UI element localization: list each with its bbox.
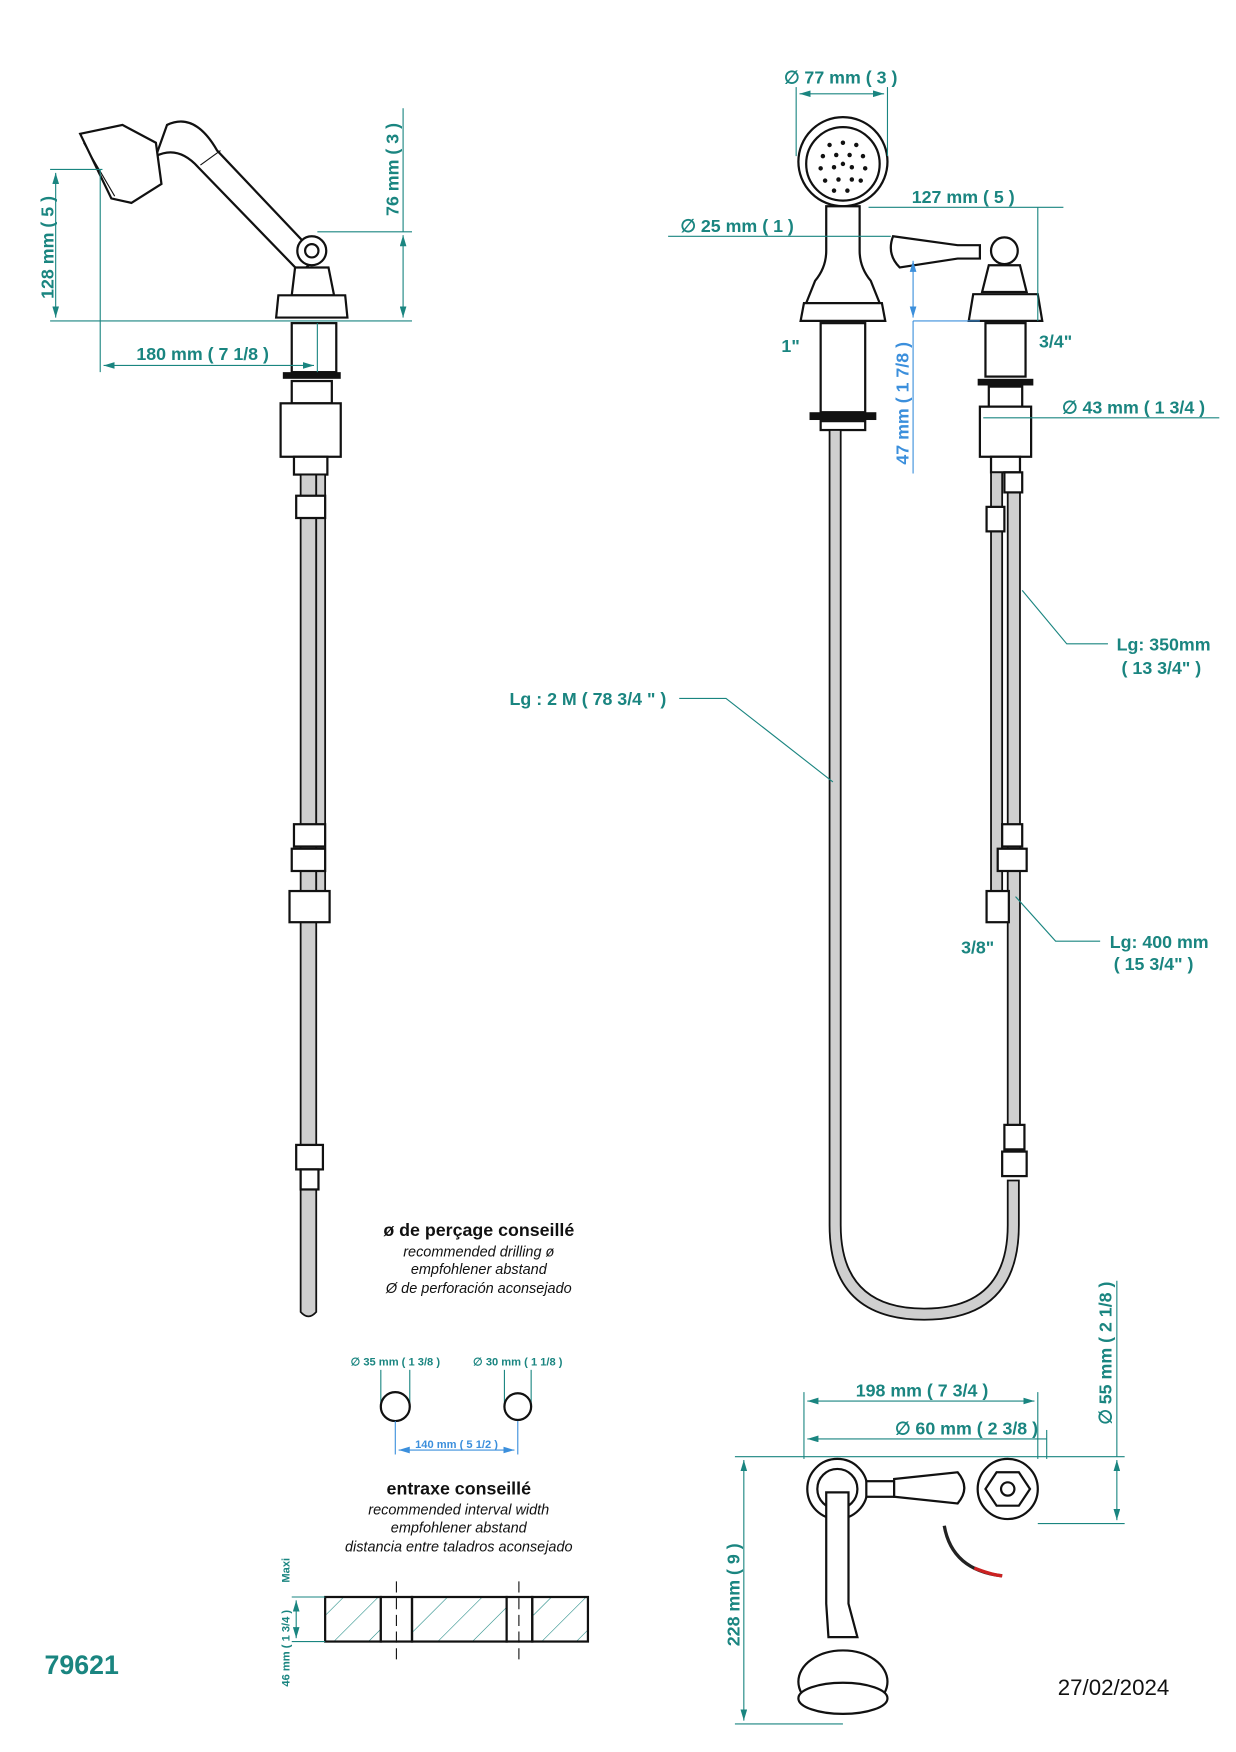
hose-length-350-inch: ( 13 3/4" ): [1122, 658, 1202, 678]
hole2: [503, 1392, 533, 1422]
drilling-es: Ø de perforación aconsejado: [385, 1281, 572, 1297]
hole2-diameter: ∅ 30 mm ( 1 1/8 ): [473, 1356, 563, 1368]
interval-en: recommended interval width: [368, 1503, 549, 1519]
drilling-de: empfohlener abstand: [411, 1262, 548, 1278]
hole1-diameter: ∅ 35 mm ( 1 3/8 ): [351, 1356, 441, 1368]
hose-length-400-inch: ( 15 3/4" ): [1114, 954, 1194, 974]
interval-section: entraxe conseillé recommended interval w…: [281, 1479, 590, 1687]
side-view: 128 mm ( 5 ) 76 mm ( 3 ) 180 mm ( 7 1/8 …: [37, 108, 412, 1318]
deck-thickness: 46 mm ( 1 3/4 ): [281, 1610, 293, 1687]
dim-depth-228: 228 mm ( 9 ): [723, 1543, 743, 1646]
product-code: 79621: [45, 1650, 119, 1680]
front-hoses: [828, 429, 1028, 1321]
hose-length-2m: Lg : 2 M ( 78 3/4 " ): [510, 689, 667, 709]
dim-lever-length: 127 mm ( 5 ): [912, 187, 1015, 207]
hole1: [379, 1390, 411, 1423]
drawing-date: 27/02/2024: [1058, 1675, 1169, 1700]
dim-height-128: 128 mm ( 5 ): [37, 196, 57, 299]
hand-shower-side: [78, 120, 349, 476]
interval-de: empfohlener abstand: [391, 1520, 528, 1536]
dim-width-198: 198 mm ( 7 3/4 ): [856, 1381, 989, 1401]
dim-height-76: 76 mm ( 3 ): [383, 123, 403, 216]
drilling-section: ø de perçage conseillé recommended drill…: [351, 1220, 574, 1455]
hand-shower-front: [797, 116, 889, 432]
dim-width-180: 180 mm ( 7 1/8 ): [136, 344, 269, 364]
deck-maxi: Maxi: [281, 1558, 293, 1583]
top-view: 198 mm ( 7 3/4 ) ∅ 60 mm ( 2 3/8 ) ∅ 55 …: [723, 1280, 1125, 1725]
hole-spacing: 140 mm ( 5 1/2 ): [415, 1439, 498, 1451]
drilling-title: ø de perçage conseillé: [383, 1220, 574, 1240]
interval-es: distancia entre taladros aconsejado: [345, 1539, 573, 1555]
valve-front: [889, 235, 1044, 474]
interval-title: entraxe conseillé: [387, 1479, 532, 1499]
dim-handle-diameter: ∅ 25 mm ( 1 ): [680, 216, 793, 236]
dim-body-diameter: ∅ 43 mm ( 1 3/4 ): [1062, 397, 1205, 417]
dim-lever-height: 47 mm ( 1 7/8 ): [893, 342, 913, 465]
hose-length-350-label: Lg: 350mm: [1117, 635, 1211, 655]
thread-3-8-inch: 3/8": [961, 937, 994, 957]
front-view: ∅ 77 mm ( 3 ) 127 mm ( 5 ) ∅ 25 mm ( 1 )…: [510, 68, 1220, 1321]
side-hoses: [288, 473, 331, 1318]
hose-length-400-label: Lg: 400 mm: [1110, 932, 1209, 952]
dim-diameter-55: ∅ 55 mm ( 2 1/8 ): [1095, 1282, 1115, 1425]
dim-head-diameter: ∅ 77 mm ( 3 ): [784, 68, 897, 88]
drilling-en: recommended drilling ø: [403, 1244, 554, 1260]
dim-diameter-60: ∅ 60 mm ( 2 3/8 ): [895, 1418, 1038, 1438]
thread-1-inch: 1": [781, 336, 799, 356]
thread-3-4-inch: 3/4": [1039, 332, 1072, 352]
deck-section: [324, 1581, 590, 1660]
